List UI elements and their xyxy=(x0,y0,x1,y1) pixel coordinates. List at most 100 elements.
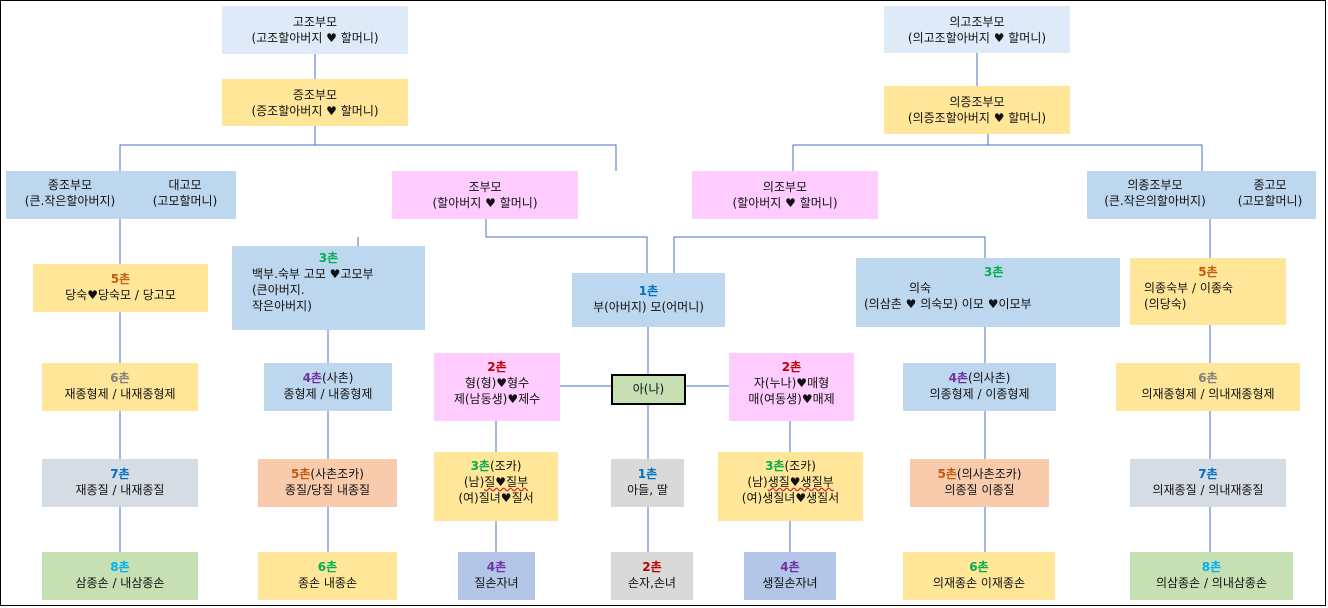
connector-line xyxy=(119,144,617,171)
uncle-line2: (큰아버지. xyxy=(252,283,305,297)
nephew-line1-names: 질♥질부 xyxy=(484,475,529,489)
jilson-text: 질손자녀 xyxy=(474,576,519,590)
uncle-degree: 3촌 xyxy=(318,251,339,265)
sister-box: 2촌 자(누나)♥매형 매(여동생)♥매제 xyxy=(729,353,854,421)
jongson-text: 종손 내종손 xyxy=(297,576,357,590)
jilson-box: 4촌 질손자녀 xyxy=(458,552,535,600)
uigojobumo-sub: (의고조할아버지 ♥ 할머니) xyxy=(907,31,1047,45)
jaejong-text: 재종형제 / 내재종형제 xyxy=(64,387,176,401)
uijongjobumo-left: 의종조부모 (큰.작은의할아버지) xyxy=(1091,177,1219,209)
grandchildren-text: 손자,손녀 xyxy=(628,576,676,590)
uijongjobumo-right-sub: (고모할머니) xyxy=(1237,194,1303,208)
jaejongjil-text: 재종질 / 내재종질 xyxy=(75,483,165,497)
uijongjil-degree: 5촌 xyxy=(937,467,957,481)
uijaejongson-box: 6촌 의재종손 이재종손 xyxy=(903,552,1055,600)
uijeungjobumo-sub: (의증조할아버지 ♥ 할머니) xyxy=(907,111,1047,125)
parents-text: 부(아버지) 모(어머니) xyxy=(593,300,704,314)
uijongsuk-line2: (의당숙) xyxy=(1144,297,1187,311)
uisamjongson-box: 8촌 의삼종손 / 의내삼종손 xyxy=(1130,552,1293,600)
nephew-line1-prefix: (남) xyxy=(463,475,485,489)
uijeungjobumo-box: 의증조부모 (의증조할아버지 ♥ 할머니) xyxy=(884,86,1070,134)
uijaejongjil-box: 7촌 의재종질 / 의내재종질 xyxy=(1130,459,1286,507)
niece-line1-names: 생질♥생질부 xyxy=(767,475,834,489)
brother-box: 2촌 형(형)♥형수 제(남동생)♥제수 xyxy=(434,353,560,421)
nephew-degree-suffix: (조카) xyxy=(489,459,522,473)
children-box: 1촌 아들, 딸 xyxy=(611,459,684,507)
uisuk-degree: 3촌 xyxy=(984,265,1004,279)
niece-box: 3촌(조카) (남)생질♥생질부 (여)생질녀♥생질서 xyxy=(718,452,863,521)
uijongsuk-line1: 의종숙부 / 이종숙 xyxy=(1144,281,1233,295)
saengjilson-degree: 4촌 xyxy=(780,560,800,574)
cousin-degree: 4촌 xyxy=(302,371,322,385)
jongjobumo-left-title: 종조부모 xyxy=(47,178,93,192)
uncle-box: 3촌 백부.숙부 고모 ♥고모부 (큰아버지. 작은아버지) xyxy=(232,246,425,330)
jobumo-title: 조부모 xyxy=(468,180,502,194)
uijongsuk-degree: 5촌 xyxy=(1198,265,1218,279)
samjongson-degree: 8촌 xyxy=(110,560,130,574)
dangsuk-text: 당숙♥당숙모 / 당고모 xyxy=(65,288,176,302)
grandchildren-degree: 2촌 xyxy=(642,560,662,574)
jeungjobumo-title: 증조부모 xyxy=(292,88,338,102)
jaejongjil-box: 7촌 재종질 / 내재종질 xyxy=(42,459,198,507)
niece-degree: 3촌 xyxy=(765,459,785,473)
brother-line2: 제(남동생)♥제수 xyxy=(453,392,541,406)
uijongjobumo-left-title: 의종조부모 xyxy=(1127,178,1183,192)
cousin-nephew-degree-suffix: (사촌조카) xyxy=(310,467,364,481)
jaejong-box: 6촌 재종형제 / 내재종형제 xyxy=(42,363,198,411)
gogobumo-title: 고조부모 xyxy=(292,15,338,29)
jongjobumo-right-title: 대고모 xyxy=(168,178,202,192)
niece-line1: (남)생질♥생질부 xyxy=(718,474,863,490)
cousin-nephew-degree: 5촌 xyxy=(291,467,311,481)
jeungjobumo-box: 증조부모 (증조할아버지 ♥ 할머니) xyxy=(222,79,408,126)
uisuk-line2: (의삼촌 ♥ 의숙모) 이모 ♥이모부 xyxy=(864,297,1032,311)
jongjobumo-right-sub: (고모할머니) xyxy=(152,194,218,208)
connector-line xyxy=(792,144,1203,171)
nephew-degree: 3촌 xyxy=(470,459,490,473)
uijobumo-title: 의조부모 xyxy=(762,180,808,194)
parents-degree: 1촌 xyxy=(638,284,659,298)
jaejong-degree: 6촌 xyxy=(110,371,130,385)
children-text: 아들, 딸 xyxy=(627,483,668,497)
jobumo-box: 조부모 (할아버지 ♥ 할머니) xyxy=(392,171,578,219)
uijobumo-sub: (할아버지 ♥ 할머니) xyxy=(732,196,838,210)
cousin-degree-suffix: (사촌) xyxy=(321,371,354,385)
uisachon-degree: 4촌 xyxy=(948,371,968,385)
uijongjobumo-right-title: 종고모 xyxy=(1253,178,1287,192)
uijaejong-degree: 6촌 xyxy=(1198,371,1218,385)
uijongjobumo-left-sub: (큰.작은의할아버지) xyxy=(1104,194,1206,208)
uisamjongson-degree: 8촌 xyxy=(1201,560,1222,574)
samjongson-box: 8촌 삼종손 / 내삼종손 xyxy=(42,552,198,600)
cousin-nephew-degree-line: 5촌(사촌조카) xyxy=(258,466,397,482)
uigojobumo-box: 의고조부모 (의고조할아버지 ♥ 할머니) xyxy=(884,6,1070,53)
connector-line xyxy=(485,219,648,273)
uisamjongson-text: 의삼종손 / 의내삼종손 xyxy=(1155,576,1268,590)
uncle-line3: 작은아버지) xyxy=(252,299,312,313)
nephew-line2: (여)질녀♥질서 xyxy=(458,491,534,505)
uisachon-degree-line: 4촌(의사촌) xyxy=(903,370,1056,386)
niece-line1-prefix: (남) xyxy=(747,475,768,489)
uisachon-degree-suffix: (의사촌) xyxy=(967,371,1011,385)
jongjobumo-right: 대고모 (고모할머니) xyxy=(140,177,230,209)
cousin-text: 종형제 / 내종형제 xyxy=(283,387,373,401)
grandchildren-box: 2촌 손자,손녀 xyxy=(611,552,693,600)
uisachon-box: 4촌(의사촌) 의종형제 / 이종형제 xyxy=(903,363,1056,411)
cousin-box: 4촌(사촌) 종형제 / 내종형제 xyxy=(264,363,392,411)
uijongjobumo-right: 종고모 (고모할머니) xyxy=(1227,177,1313,209)
dangsuk-box: 5촌 당숙♥당숙모 / 당고모 xyxy=(33,264,208,312)
me-text: 아(나) xyxy=(632,382,665,396)
jongson-box: 6촌 종손 내종손 xyxy=(258,552,397,600)
sister-line1: 자(누나)♥매형 xyxy=(753,376,830,390)
nephew-line1: (남)질♥질부 xyxy=(434,474,558,490)
nephew-degree-line: 3촌(조카) xyxy=(434,458,558,474)
connector-line xyxy=(673,236,986,273)
uijaejongjil-text: 의재종질 / 의내재종질 xyxy=(1152,483,1264,497)
jongjobumo-left: 종조부모 (큰.작은할아버지) xyxy=(14,177,126,209)
me-box: 아(나) xyxy=(611,374,686,405)
niece-line2: (여)생질녀♥생질서 xyxy=(741,491,840,505)
uijaejong-box: 6촌 의재종형제 / 의내재종형제 xyxy=(1116,363,1300,411)
samjongson-text: 삼종손 / 내삼종손 xyxy=(75,576,165,590)
uijongjil-box: 5촌(의사촌조카) 의종질 이종질 xyxy=(910,459,1049,507)
nephew-box: 3촌(조카) (남)질♥질부 (여)질녀♥질서 xyxy=(434,452,558,521)
